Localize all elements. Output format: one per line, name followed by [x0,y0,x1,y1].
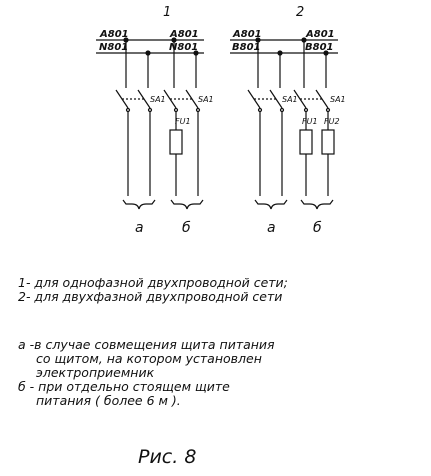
diagram-1-fuse-fu1-label: FU1 [175,117,191,126]
diagram-2-fuse-fu1 [299,129,313,155]
diagram-2-branch-a: SA1 а [247,37,298,236]
diagram-2-variant-a-label: а [267,220,276,236]
diagram-2-variant-b-label: б [313,220,322,236]
diagram-1-variant-a-label: а [135,220,144,236]
legend-variants: а -в случае совмещения щита питания со щ… [18,338,423,408]
diagram-2-switch-b-label: SA1 [330,95,346,104]
diagram-1-number: 1 [163,5,171,20]
circuit-diagram: 1 A801 N801 A801 N801 SA1 а [96,5,346,236]
diagram-1-switch-a-label: SA1 [150,95,166,104]
diagram-1-switch-b-label: SA1 [198,95,214,104]
diagram-1-bus-label-bottom-left: N801 [99,42,128,53]
legend-diagram-numbers: 1- для однофазной двухпроводной сети; 2-… [18,276,423,304]
legend-variant-b-line-1: б - при отдельно стоящем щите [18,379,230,394]
legend-variant-a-line-1: а -в случае совмещения щита питания [18,337,275,352]
diagram-2-brace-b [300,199,334,210]
diagram-2-brace-a [254,199,288,210]
legend-variant-a-line-3: электроприемник [36,365,155,380]
diagram-1-branch-b: SA1 FU1 б [163,37,214,236]
diagram-2-bus-label-top-left: A801 [232,29,262,40]
diagram-2-branch-b: SA1 FU1 FU2 б [293,37,346,236]
diagram-2-bus-label-bottom-right: B801 [305,42,334,53]
legend-variant-b-line-2: питания ( более 6 м ). [36,393,181,408]
diagram-2-fuse-fu2-label: FU2 [324,117,340,126]
diagram-2-two-phase: 2 A801 B801 A801 B801 SA1 а [230,5,346,236]
diagram-1-brace-a [122,199,156,210]
diagram-1-bus-label-bottom-right: N801 [169,42,198,53]
legend-item-1: 1- для однофазной двухпроводной сети; [18,275,288,290]
legend-item-2: 2- для двухфазной двухпроводной сети [18,289,283,304]
diagram-1-single-phase: 1 A801 N801 A801 N801 SA1 а [96,5,214,236]
diagram-1-bus-label-top-right: A801 [169,29,199,40]
diagram-1-fuse-fu1 [169,129,183,155]
diagram-2-bus-label-top-right: A801 [305,29,335,40]
diagram-1-variant-b-label: б [182,220,191,236]
diagram-2-fuse-fu2 [321,129,335,155]
diagram-1-bus-label-top-left: A801 [99,29,129,40]
diagram-2-number: 2 [296,5,304,20]
diagram-2-switch-a-label: SA1 [282,95,298,104]
diagram-1-branch-a: SA1 а [115,37,166,236]
diagram-1-brace-b [170,199,204,210]
figure-caption: Рис. 8 [138,446,197,468]
legend-variant-a-line-2: со щитом, на котором установлен [36,351,262,366]
diagram-2-bus-label-bottom-left: B801 [232,42,261,53]
diagram-2-fuse-fu1-label: FU1 [302,117,318,126]
